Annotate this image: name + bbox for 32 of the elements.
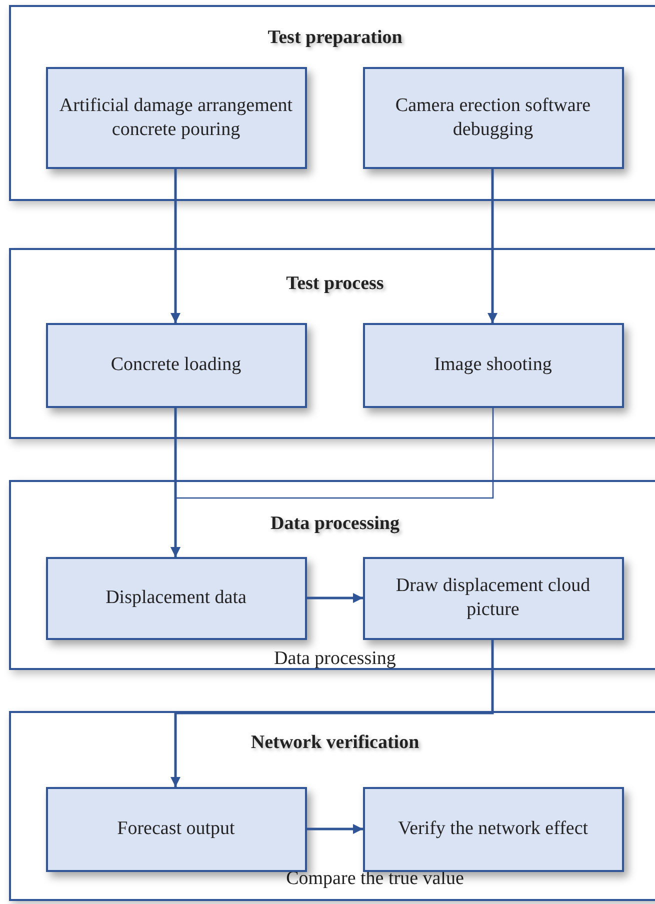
box-label: Artificial damage arrangement concrete pouring — [58, 94, 294, 142]
stage-panel — [9, 711, 655, 901]
arrow — [170, 169, 180, 323]
stage-note: Data processing — [274, 648, 396, 670]
process-box — [362, 66, 624, 168]
box-label: Camera erection software debugging — [394, 94, 592, 142]
stage-panel — [9, 480, 655, 670]
box-label: Forecast output — [116, 817, 236, 841]
stage-heading: Data processing — [270, 513, 400, 535]
process-box — [46, 786, 306, 872]
stage-heading: Test preparation — [268, 27, 402, 49]
stage-heading: Test process — [286, 273, 384, 295]
box-label: Verify the network effect — [396, 817, 590, 841]
process-box — [46, 66, 306, 168]
process-box — [362, 786, 624, 872]
box-label: Displacement data — [104, 586, 248, 610]
process-box — [362, 322, 624, 408]
arrow — [170, 640, 494, 787]
stage-heading: Network verification — [250, 732, 420, 754]
process-box — [46, 556, 306, 640]
stage-note: Compare the true value — [286, 868, 464, 890]
box-label: Concrete loading — [110, 353, 242, 377]
stage-panel — [9, 248, 655, 439]
stage-panel — [9, 5, 655, 201]
box-label: Image shooting — [433, 353, 553, 377]
process-box — [46, 322, 306, 408]
arrow — [170, 408, 494, 557]
box-label: Draw displacement cloud picture — [394, 574, 592, 622]
process-box — [362, 556, 624, 640]
arrow — [307, 593, 363, 603]
arrow — [488, 169, 498, 323]
arrow — [307, 824, 363, 834]
